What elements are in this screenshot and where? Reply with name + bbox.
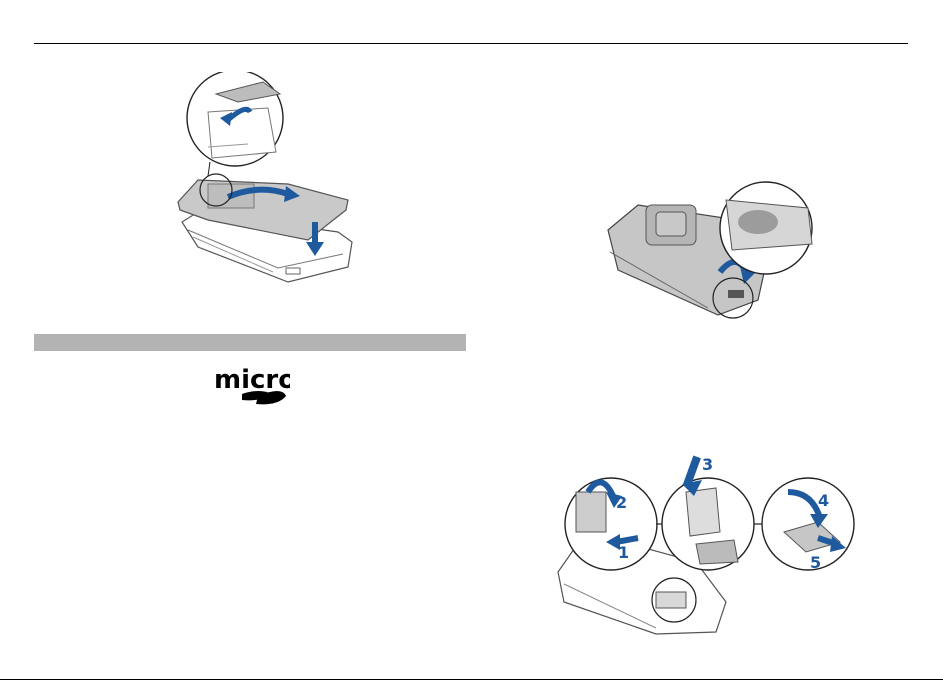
svg-text:micro: micro — [214, 366, 290, 395]
back-cover-remove-illustration — [598, 180, 818, 320]
memory-card-insert-illustration: 2 1 3 4 5 — [556, 452, 866, 642]
step-2: 2 — [616, 493, 627, 512]
back-cover-replace-illustration — [168, 72, 358, 292]
step-4: 4 — [818, 491, 829, 510]
bottom-rule — [0, 679, 943, 680]
step-3: 3 — [702, 455, 713, 474]
step-5: 5 — [810, 553, 821, 572]
top-rule — [34, 43, 908, 44]
section-heading-bar — [34, 334, 466, 351]
microsd-logo: micro — [212, 366, 290, 406]
step-1: 1 — [618, 543, 629, 562]
